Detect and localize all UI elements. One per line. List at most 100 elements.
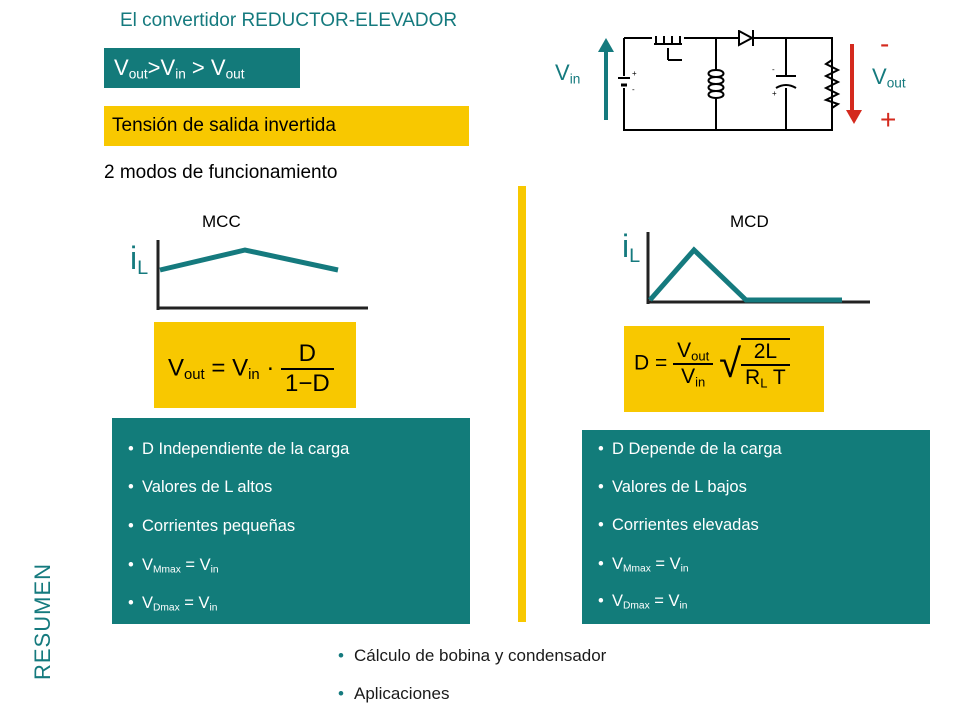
mcc-label: MCC — [202, 212, 241, 231]
mcd-il-i: i — [622, 228, 630, 264]
vin-label: Vin — [555, 60, 580, 86]
list-item: VMmax = Vin — [128, 556, 219, 576]
inductor-icon — [707, 69, 725, 99]
svg-text:+: + — [632, 69, 637, 78]
li-d: in — [209, 602, 218, 614]
mcd-f-lhs: D — [634, 351, 650, 375]
resistor-icon — [823, 59, 841, 109]
li-a: V — [612, 555, 624, 573]
mcc-summary-panel: D Independiente de la carga Valores de L… — [112, 418, 470, 624]
list-item: VDmax = Vin — [128, 594, 218, 614]
mcc-f-dot: · — [266, 354, 275, 382]
mcc-f-num: D — [281, 340, 334, 370]
li-a: V — [142, 556, 154, 574]
mcd-label: MCD — [730, 212, 769, 231]
list-item: Corrientes elevadas — [598, 516, 759, 535]
bottom-bullets: Cálculo de bobina y condensador Aplicaci… — [338, 646, 754, 716]
svg-text:-: - — [632, 85, 635, 94]
mcd-f-den-v: V — [681, 365, 696, 389]
mcd-f-eq: = — [655, 351, 668, 375]
li-c: = V — [650, 555, 681, 573]
li-b: Dmax — [153, 602, 180, 614]
list-item: VMmax = Vin — [598, 555, 689, 575]
transistor-icon — [652, 34, 684, 61]
list-item: D Independiente de la carga — [128, 440, 349, 459]
list-item: VDmax = Vin — [598, 592, 688, 612]
page-title: El convertidor REDUCTOR-ELEVADOR — [120, 10, 458, 31]
vout-v: V — [872, 64, 887, 89]
mcd-f-num-v: V — [677, 338, 692, 362]
svg-text:-: - — [772, 65, 775, 74]
mcc-f-lhs-v: V — [168, 354, 185, 382]
mcd-waveform — [648, 246, 842, 303]
mcc-waveform — [159, 247, 339, 273]
list-item: Valores de L altos — [128, 478, 272, 497]
mcc-f-rhs-v: V — [232, 354, 249, 382]
mcd-f-num-s: out — [691, 348, 710, 364]
modes-text: 2 modos de funcionamiento — [104, 162, 338, 183]
li-d: in — [679, 600, 688, 612]
li-b: Dmax — [623, 600, 650, 612]
li-b: Mmax — [153, 564, 181, 576]
mcc-f-eq: = — [211, 354, 226, 382]
mcd-f-rden-t: T — [767, 366, 786, 389]
vout-minus: - — [880, 28, 890, 59]
mcd-f-rden-s: L — [760, 375, 768, 391]
diode-icon — [732, 30, 766, 47]
vout-plus: + — [880, 104, 897, 135]
mcc-il-label: iL — [130, 240, 148, 280]
list-item: Corrientes pequeñas — [128, 517, 295, 536]
li-c: = V — [179, 594, 210, 612]
li-d: in — [680, 563, 689, 575]
vin-s: in — [569, 71, 581, 87]
mcd-summary-panel: D Depende de la carga Valores de L bajos… — [582, 430, 930, 624]
battery-icon: + - — [616, 69, 637, 94]
mcc-f-den: 1−D — [285, 370, 330, 397]
circuit-diagram: + - - + — [598, 30, 854, 131]
cond-s3: out — [225, 66, 245, 82]
mcc-il-s: L — [137, 256, 149, 279]
cond-s2: in — [175, 66, 186, 82]
list-item: Cálculo de bobina y condensador — [338, 646, 606, 666]
list-item: D Depende de la carga — [598, 440, 782, 459]
cond-v2: V — [160, 55, 176, 80]
mcd-il-s: L — [629, 244, 641, 267]
li-a: V — [612, 592, 624, 610]
mcc-il-i: i — [130, 240, 138, 276]
cond-v1: V — [114, 55, 129, 80]
li-c: = V — [649, 592, 680, 610]
vin-arrow-icon — [598, 38, 614, 120]
li-c: = V — [180, 556, 211, 574]
column-divider — [518, 186, 526, 622]
cond-op1: > — [147, 55, 161, 80]
li-d: in — [210, 564, 219, 576]
vout-arrowhead-icon — [846, 110, 862, 124]
mcc-current-graph — [156, 240, 368, 310]
mcc-f-rhs-s: in — [248, 367, 260, 384]
list-item: Aplicaciones — [338, 684, 450, 704]
mcc-f-lhs-s: out — [184, 367, 205, 384]
mcd-f-rnum: 2L — [741, 340, 790, 366]
resumen-side-label: RESUMEN — [30, 562, 55, 680]
capacitor-icon: - + — [772, 65, 797, 98]
cond-op2: > — [185, 55, 211, 80]
mcd-f-rden-v: R — [745, 366, 761, 389]
li-a: V — [142, 594, 154, 612]
mcd-il-label: iL — [622, 228, 640, 268]
mcd-current-graph — [646, 232, 870, 304]
vin-v: V — [555, 60, 570, 85]
inverted-output-box: Tensión de salida invertida — [104, 106, 469, 146]
mcd-f-den-s: in — [695, 374, 706, 390]
condition-box: Vout>Vin > Vout — [104, 48, 300, 88]
cond-s1: out — [128, 66, 148, 82]
vout-s: out — [886, 75, 906, 91]
li-b: Mmax — [623, 563, 651, 575]
cond-v3: V — [210, 55, 226, 80]
